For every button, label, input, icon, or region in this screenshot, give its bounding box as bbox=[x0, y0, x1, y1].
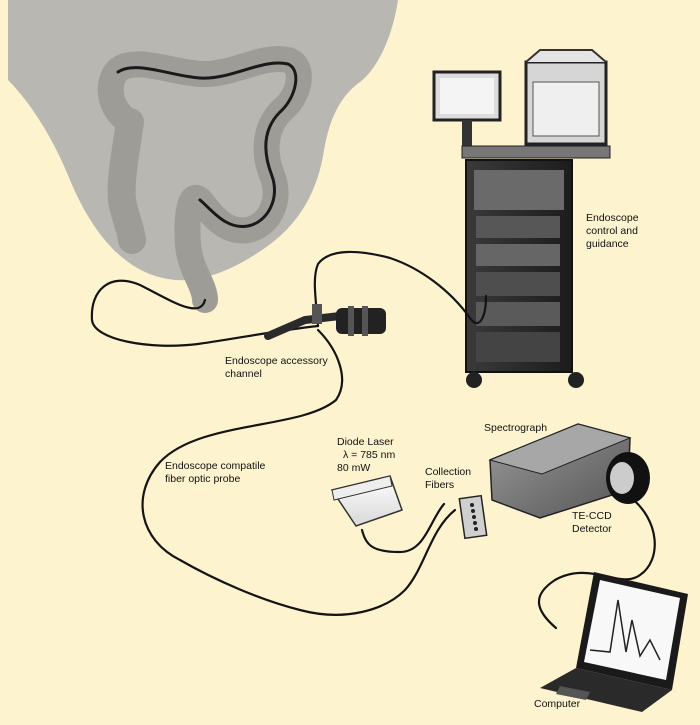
collection-fiber-bundle bbox=[458, 494, 488, 540]
spectrograph bbox=[488, 423, 650, 519]
colon bbox=[97, 46, 312, 313]
fiber-probe-label: Endoscope compatile fiber optic probe bbox=[165, 460, 265, 486]
spectrograph-label: Spectrograph bbox=[484, 422, 548, 434]
accessory-channel-line-1: Endoscope accessory bbox=[225, 355, 328, 367]
collection-fibers-line-1: Collection bbox=[425, 466, 472, 478]
endoscope-control-label: Endoscope control and guidance bbox=[586, 212, 639, 251]
computer-label: Computer bbox=[534, 698, 581, 710]
endoscope-cart bbox=[432, 49, 611, 388]
endoscope-control-line-2: control and bbox=[586, 225, 638, 237]
detector-label: TE-CCD Detector bbox=[572, 510, 612, 536]
endoscope-handle bbox=[264, 304, 386, 340]
accessory-channel-label: Endoscope accessory channel bbox=[225, 355, 328, 381]
diode-laser-line-1: Diode Laser bbox=[337, 436, 394, 448]
diode-laser-box bbox=[330, 475, 403, 527]
fiber-probe-line-1: Endoscope compatile bbox=[165, 460, 266, 472]
diode-laser-line-2: λ = 785 nm bbox=[343, 449, 396, 461]
fiber-probe-line-2: fiber optic probe bbox=[165, 473, 241, 485]
accessory-channel-line-2: channel bbox=[225, 368, 262, 380]
detector-line-1: TE-CCD bbox=[572, 510, 612, 522]
laptop bbox=[540, 572, 688, 712]
diode-laser-line-3: 80 mW bbox=[337, 462, 371, 474]
collection-fibers-line-2: Fibers bbox=[425, 479, 455, 491]
detector-line-2: Detector bbox=[572, 523, 612, 535]
endoscope-control-line-1: Endoscope bbox=[586, 212, 639, 224]
endoscope-control-line-3: guidance bbox=[586, 238, 629, 250]
torso-silhouette bbox=[8, 0, 398, 281]
diode-laser-label: Diode Laser λ = 785 nm 80 mW bbox=[337, 436, 395, 475]
collection-fibers-label: Collection Fibers bbox=[425, 466, 471, 492]
